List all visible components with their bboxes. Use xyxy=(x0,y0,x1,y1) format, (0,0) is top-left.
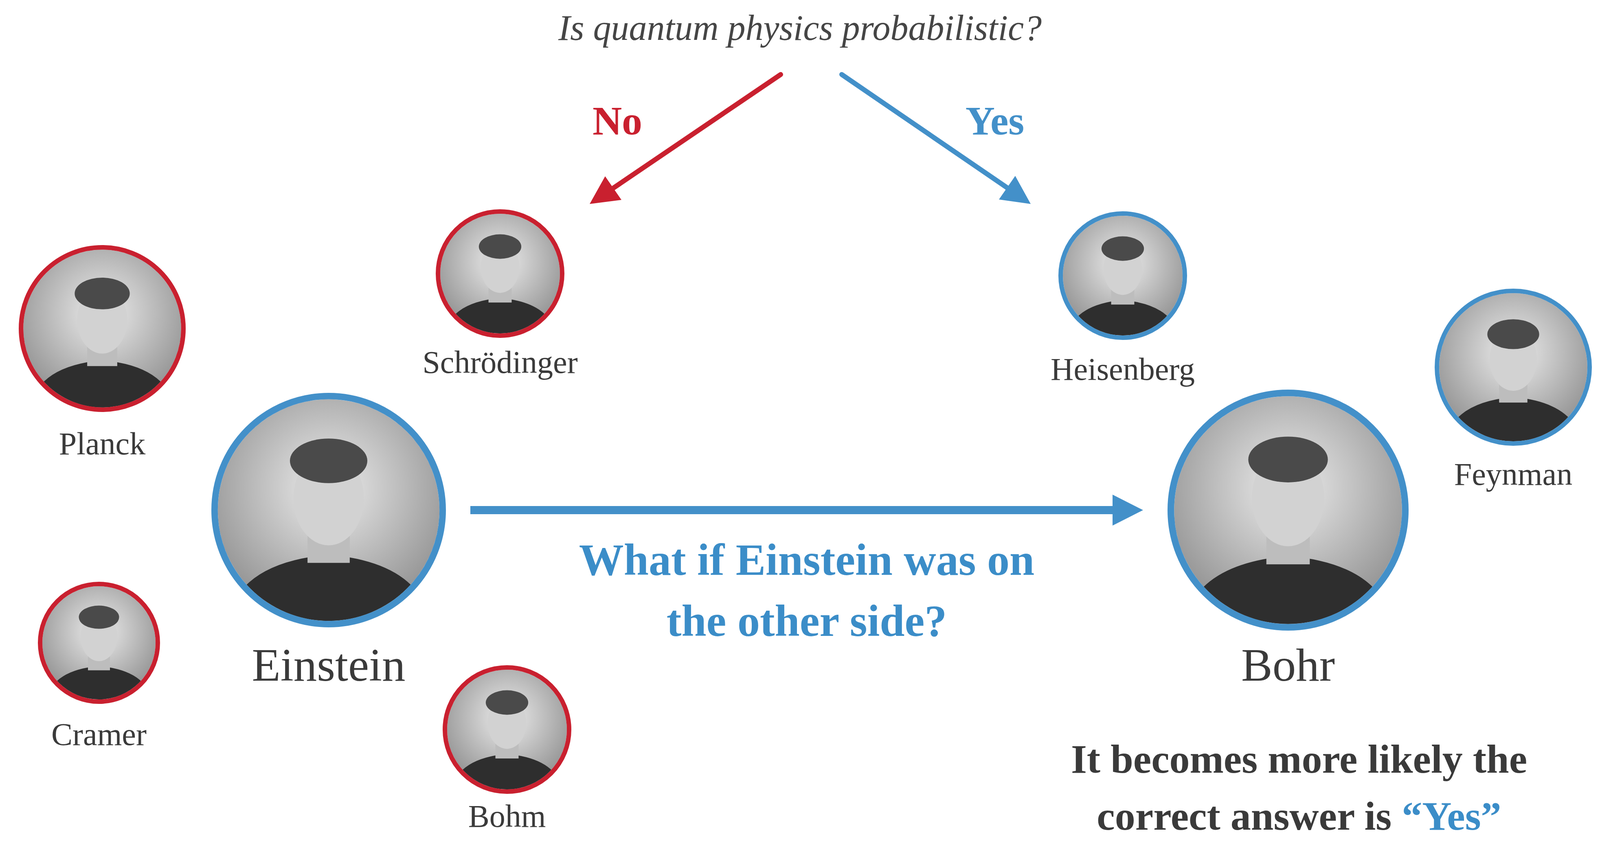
person-name: Bohm xyxy=(442,798,572,835)
portrait-circle xyxy=(211,392,446,628)
portrait-hair xyxy=(1101,236,1144,262)
portrait-hair xyxy=(485,690,529,716)
portrait-ring xyxy=(1060,213,1186,338)
portrait-circle xyxy=(1167,389,1409,631)
conclusion-part: “Yes” xyxy=(1401,793,1502,839)
portrait-circle xyxy=(435,209,565,338)
portrait-ring xyxy=(40,584,159,703)
edge-arrowhead xyxy=(1112,494,1144,526)
portrait-ring xyxy=(21,247,184,411)
portrait-hair xyxy=(478,234,522,259)
portrait-hair xyxy=(289,438,368,483)
person-name: Bohr xyxy=(1167,638,1409,693)
portrait-node: Bohr xyxy=(1167,389,1409,693)
person-name: Cramer xyxy=(37,716,161,753)
person-name: Schrödinger xyxy=(418,344,582,381)
portrait-node: Einstein xyxy=(211,392,446,693)
portrait-node: Bohm xyxy=(442,665,572,835)
no-arrow-head xyxy=(589,176,622,205)
portrait-shoulders xyxy=(1182,555,1395,631)
portrait-node: Schrödinger xyxy=(418,209,582,381)
yes-arrow-head xyxy=(998,175,1031,205)
branch-label: Yes xyxy=(965,97,1025,145)
portrait-ring xyxy=(1437,291,1590,444)
portrait-hair xyxy=(79,605,120,630)
portrait-shoulders xyxy=(45,666,153,705)
portrait-node: Heisenberg xyxy=(1046,211,1199,388)
portrait-shoulders xyxy=(1066,300,1180,341)
portrait-circle xyxy=(18,245,186,413)
portrait-shoulders xyxy=(225,554,433,628)
portrait-shoulders xyxy=(28,360,176,413)
edge-label: What if Einstein was on the other side? xyxy=(558,529,1056,652)
person-name: Feynman xyxy=(1434,456,1592,493)
portrait-hair xyxy=(1248,436,1328,483)
branch-label: No xyxy=(592,97,643,145)
portrait-circle xyxy=(442,665,572,795)
portrait-circle xyxy=(37,581,161,705)
portrait-ring xyxy=(214,396,443,625)
person-name: Einstein xyxy=(211,638,446,693)
portrait-shoulders xyxy=(443,298,557,338)
portrait-node: Feynman xyxy=(1434,288,1592,493)
portrait-node: Planck xyxy=(18,245,186,463)
conclusion-text: It becomes more likely the correct answe… xyxy=(1009,730,1589,845)
portrait-shoulders xyxy=(1444,397,1583,446)
edge-shaft xyxy=(470,506,1115,515)
person-name: Planck xyxy=(18,425,186,463)
portrait-circle xyxy=(1434,288,1592,446)
portrait-ring xyxy=(438,211,563,336)
person-name: Heisenberg xyxy=(1046,351,1199,388)
diagram-title: Is quantum physics probabilistic? xyxy=(0,7,1600,49)
edge-arrow xyxy=(470,494,1144,526)
portrait-ring xyxy=(445,667,570,793)
portrait-node: Cramer xyxy=(37,581,161,753)
portrait-circle xyxy=(1058,211,1188,341)
portrait-hair xyxy=(1487,319,1539,349)
portrait-ring xyxy=(1170,392,1406,628)
portrait-shoulders xyxy=(450,754,564,795)
portrait-hair xyxy=(74,277,130,310)
